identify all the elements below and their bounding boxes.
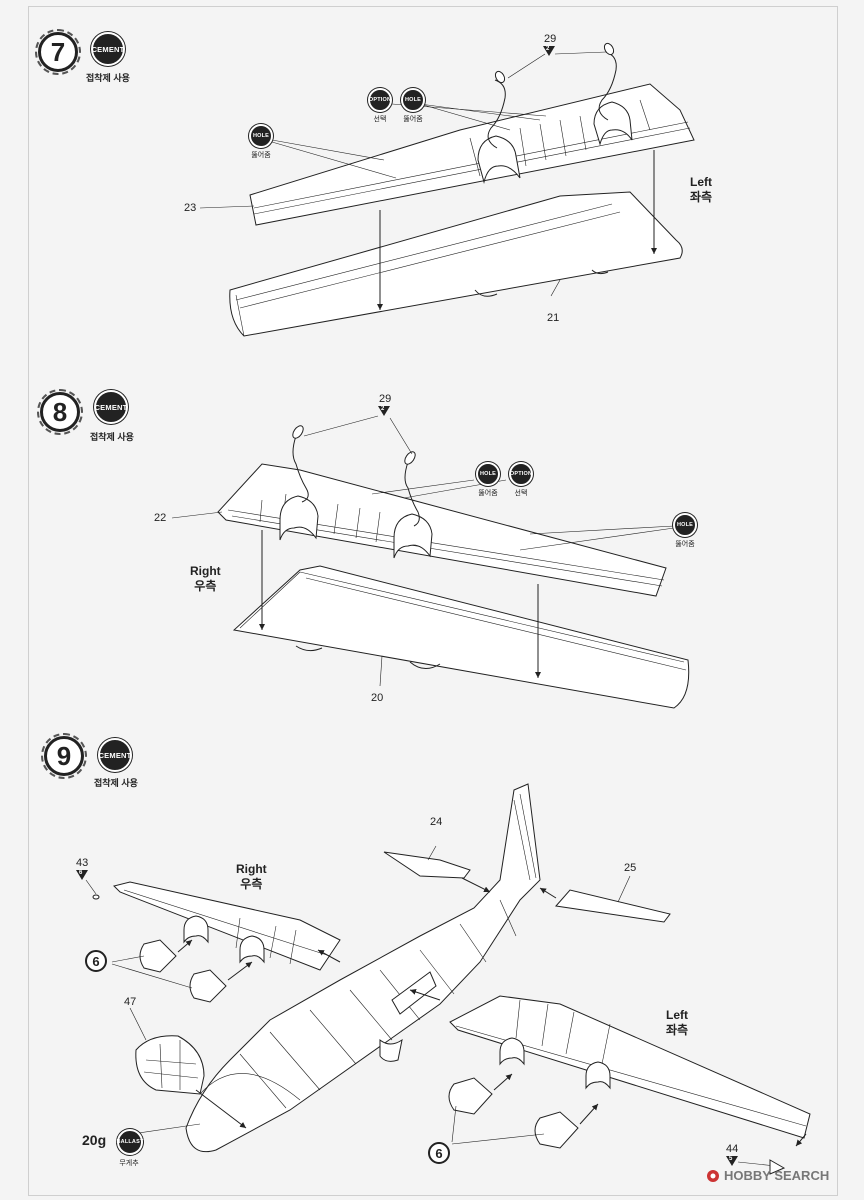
step8-hole-icon-1: HOLE	[476, 462, 500, 486]
step9-part-43-triangle-icon: 6	[76, 870, 88, 880]
step7-hole-icon-2: HOLE	[401, 88, 425, 112]
step9-right-wing	[113, 881, 341, 971]
step9-part-24: 24	[430, 816, 443, 828]
step9-part-44: 44	[726, 1143, 739, 1155]
step9-tailplanes	[383, 845, 671, 923]
step7-part-23: 23	[184, 202, 197, 214]
step9-cement-label: 접착제 사용	[94, 778, 138, 788]
step7-hole-label-2: 뚫어줌	[403, 116, 423, 123]
step9-ballast-label: 무게추	[119, 1160, 139, 1167]
step9-part-47: 47	[124, 996, 137, 1008]
step8-option-label: 선택	[514, 490, 528, 497]
step9-right-en: Right	[236, 862, 267, 876]
step8-part-20: 20	[371, 692, 384, 704]
step7-antennas	[487, 42, 617, 149]
page-border	[28, 6, 838, 1196]
hobbysearch-watermark: HOBBY SEARCH	[706, 1168, 829, 1183]
step9-left-label: Left 좌측	[666, 1008, 688, 1038]
step9-canopy	[117, 1007, 247, 1137]
step7-side-label: Left 좌측	[690, 175, 712, 205]
step7-part-29: 29	[544, 33, 557, 45]
step9-left-wing	[449, 995, 811, 1139]
step7-cement-label: 접착제 사용	[86, 73, 130, 83]
step9-engine-ref-left: 6	[428, 1142, 450, 1164]
step7-cement-icon: CEMENT	[91, 32, 125, 66]
step9-part-43: 43	[76, 857, 89, 869]
step9-right-label: Right 우측	[236, 862, 267, 892]
step8-cement-icon: CEMENT	[94, 390, 128, 424]
step8-hole-label-1: 뚫어줌	[478, 490, 498, 497]
step9-part-25: 25	[624, 862, 637, 874]
step9-left-en: Left	[666, 1008, 689, 1022]
watermark-text: HOBBY SEARCH	[724, 1168, 830, 1183]
step7-upper-wing	[249, 83, 695, 226]
step9-engine-ref-right: 6	[85, 950, 107, 972]
step7-side-kr: 좌측	[690, 190, 713, 204]
step7-part-21: 21	[547, 312, 560, 324]
step8-side-kr: 우측	[194, 579, 217, 593]
step9-number-badge: 9	[41, 733, 87, 779]
step7-side-en: Left	[690, 175, 713, 189]
step9-right-kr: 우측	[240, 877, 263, 891]
step8-side-label: Right 우측	[190, 564, 221, 594]
step9-ballast-weight: 20g	[82, 1132, 107, 1148]
step8-part-29: 29	[379, 393, 392, 405]
step7-number-badge: 7	[35, 29, 81, 75]
step8-number-badge: 8	[37, 389, 83, 435]
step9-navlights	[85, 879, 807, 1175]
step8-part-triangle-icon: 2	[378, 406, 390, 416]
step8-hole-label-2: 뚫어줌	[675, 541, 695, 548]
step9-ballast-icon: BALLAST	[116, 1129, 143, 1155]
step8-side-en: Right	[190, 564, 221, 578]
step9-left-kr: 좌측	[666, 1023, 689, 1037]
step7-hole-icon-1: HOLE	[249, 124, 273, 148]
step8-leaders	[171, 479, 675, 687]
step8-option-icon: OPTION	[509, 462, 533, 486]
step8-upper-wing	[217, 463, 667, 597]
step9-part-44-triangle-icon: 5	[726, 1156, 738, 1166]
step8-hole-icon-2: HOLE	[673, 513, 697, 537]
step8-antennas	[292, 415, 420, 527]
step7-option-icon: OPTION	[368, 88, 392, 112]
hobbysearch-logo-icon	[707, 1169, 719, 1182]
step9-engines	[111, 939, 599, 1149]
step9-cement-icon: CEMENT	[98, 738, 132, 772]
step8-cement-label: 접착제 사용	[90, 432, 134, 442]
step7-option-label: 선택	[373, 116, 387, 123]
step8-part-22: 22	[154, 512, 167, 524]
step7-lower-wing	[229, 191, 683, 337]
step8-lower-wing	[232, 565, 690, 709]
step7-hole-label-1: 뚫어줌	[251, 152, 271, 159]
step7-part-triangle-icon: 2	[543, 46, 555, 56]
